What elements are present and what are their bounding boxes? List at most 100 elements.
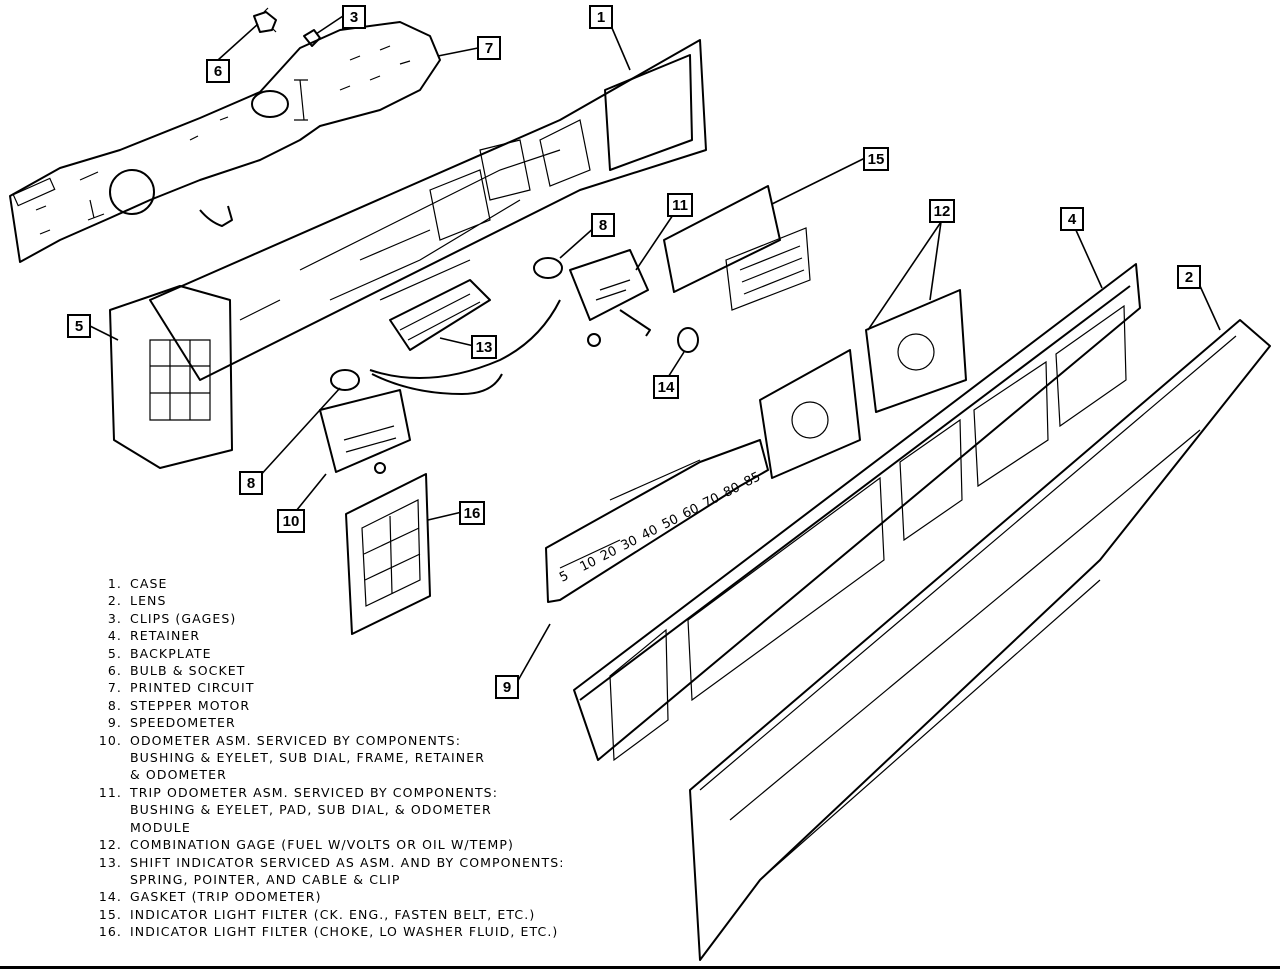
speedometer-scale-label: 85 xyxy=(742,469,763,490)
legend-item: 5. BACKPLATE xyxy=(84,645,644,662)
svg-text:16: 16 xyxy=(464,505,481,522)
svg-text:3: 3 xyxy=(350,9,358,26)
callout-16: 16 xyxy=(459,501,485,525)
legend-text: SHIFT INDICATOR SERVICED AS ASM. AND BY … xyxy=(130,854,565,887)
speedometer-scale-label: 50 xyxy=(660,512,681,533)
legend-number: 15. xyxy=(98,906,122,922)
svg-text:9: 9 xyxy=(503,679,511,696)
shift-cable xyxy=(371,373,503,395)
indicator-filter-lower-part xyxy=(345,473,431,635)
legend-number: 10. xyxy=(98,732,122,748)
legend-number: 4. xyxy=(107,628,122,644)
legend-number: 8. xyxy=(107,697,122,713)
svg-text:12: 12 xyxy=(934,203,951,220)
speedometer-scale-label: 70 xyxy=(701,491,722,512)
callout-5: 5 xyxy=(67,314,91,338)
callout-1: 1 xyxy=(589,5,613,29)
speedometer-scale-label: 10 xyxy=(578,554,599,575)
legend-number: 11. xyxy=(98,784,122,800)
callout-2: 2 xyxy=(1177,265,1201,289)
callout-12: 12 xyxy=(929,199,955,223)
legend-item: 1. CASE xyxy=(84,575,644,592)
svg-text:10: 10 xyxy=(283,513,300,530)
legend-number: 7. xyxy=(107,680,122,696)
callout-10: 10 xyxy=(277,509,305,533)
legend-number: 6. xyxy=(107,663,122,679)
legend-number: 12. xyxy=(98,837,122,853)
legend-text: BACKPLATE xyxy=(130,645,212,661)
svg-text:1: 1 xyxy=(597,9,605,26)
legend-number: 1. xyxy=(107,576,122,591)
callout-14: 14 xyxy=(653,375,679,399)
bottom-rule xyxy=(0,966,1280,969)
callout-6: 6 xyxy=(206,59,230,83)
svg-text:4: 4 xyxy=(1068,211,1077,228)
legend-item: 15. INDICATOR LIGHT FILTER (CK. ENG., FAS… xyxy=(84,906,644,923)
legend-text: TRIP ODOMETER ASM. SERVICED BY COMPONENT… xyxy=(130,784,499,835)
legend-number: 16. xyxy=(98,924,122,940)
case-part xyxy=(149,39,707,381)
legend-number: 13. xyxy=(98,854,122,870)
svg-text:8: 8 xyxy=(599,217,607,234)
shift-indicator-part xyxy=(369,279,561,379)
legend-text: CASE xyxy=(130,576,168,591)
callout-3: 3 xyxy=(342,5,366,29)
legend-text: SPEEDOMETER xyxy=(130,715,236,731)
legend-text: CLIPS (GAGES) xyxy=(130,610,237,626)
speedometer-scale-label: 80 xyxy=(721,480,742,501)
printed-circuit-part xyxy=(9,21,441,263)
speedometer-scale-label: 60 xyxy=(680,501,701,522)
legend-item: 8.STEPPER MOTOR xyxy=(84,697,644,714)
svg-text:8: 8 xyxy=(247,475,255,492)
legend-number: 9. xyxy=(107,715,122,731)
callout-8-lower: 8 xyxy=(239,471,263,495)
backplate-part xyxy=(109,285,233,469)
legend-text: BULB & SOCKET xyxy=(130,663,246,679)
legend-text: LENS xyxy=(130,593,167,609)
callout-7: 7 xyxy=(477,36,501,60)
speedometer-scale-label: 40 xyxy=(639,522,660,543)
callout-8-upper: 8 xyxy=(591,213,615,237)
legend-text: PRINTED CIRCUIT xyxy=(130,680,255,696)
legend-item: 14. GASKET (TRIP ODOMETER) xyxy=(84,888,644,905)
legend-text: ODOMETER ASM. SERVICED BY COMPONENTS: BU… xyxy=(130,732,486,783)
legend-item: 2. LENS xyxy=(84,592,644,609)
legend-item: 6. BULB & SOCKET xyxy=(84,662,644,679)
legend-text: INDICATOR LIGHT FILTER (CK. ENG., FASTEN… xyxy=(130,906,536,922)
callout-15: 15 xyxy=(863,147,889,171)
legend-text: RETAINER xyxy=(130,628,201,644)
svg-text:5: 5 xyxy=(75,318,83,335)
legend-item: 3. CLIPS (GAGES) xyxy=(84,610,644,627)
legend-item: 13. SHIFT INDICATOR SERVICED AS ASM. AND … xyxy=(84,854,644,889)
legend-item: 16. INDICATOR LIGHT FILTER (CHOKE, LO WAS… xyxy=(84,923,644,940)
speedometer-scale-label: 20 xyxy=(598,544,619,565)
legend-number: 3. xyxy=(107,610,122,626)
legend-item: 10. ODOMETER ASM. SERVICED BY COMPONENTS:… xyxy=(84,732,644,784)
legend-number: 2. xyxy=(107,593,122,609)
lens-part xyxy=(689,319,1271,961)
legend-number: 14. xyxy=(98,889,122,905)
svg-text:7: 7 xyxy=(485,40,493,57)
svg-text:14: 14 xyxy=(658,379,675,396)
legend-number: 5. xyxy=(107,645,122,661)
odometer-part xyxy=(319,369,411,474)
legend-item: 11. TRIP ODOMETER ASM. SERVICED BY COMPON… xyxy=(84,784,644,836)
legend-text: GASKET (TRIP ODOMETER) xyxy=(130,889,322,905)
gage-clips-part xyxy=(303,29,321,47)
svg-text:15: 15 xyxy=(868,151,885,168)
callout-11: 11 xyxy=(667,193,693,217)
legend-item: 9. SPEEDOMETER xyxy=(84,714,644,731)
gasket-part xyxy=(677,327,699,353)
parts-legend: 1. CASE 2. LENS 3. CLIPS (GAGES) 4. RETAINER 5. B… xyxy=(84,575,644,941)
svg-text:6: 6 xyxy=(214,63,222,80)
legend-text: INDICATOR LIGHT FILTER (CHOKE, LO WASHER… xyxy=(130,924,559,940)
svg-text:11: 11 xyxy=(672,197,688,214)
callout-13: 13 xyxy=(471,335,497,359)
svg-text:2: 2 xyxy=(1185,269,1193,286)
svg-text:13: 13 xyxy=(476,339,493,356)
retainer-part xyxy=(573,263,1141,762)
legend-text: COMBINATION GAGE (FUEL W/VOLTS OR OIL W/… xyxy=(130,837,514,853)
